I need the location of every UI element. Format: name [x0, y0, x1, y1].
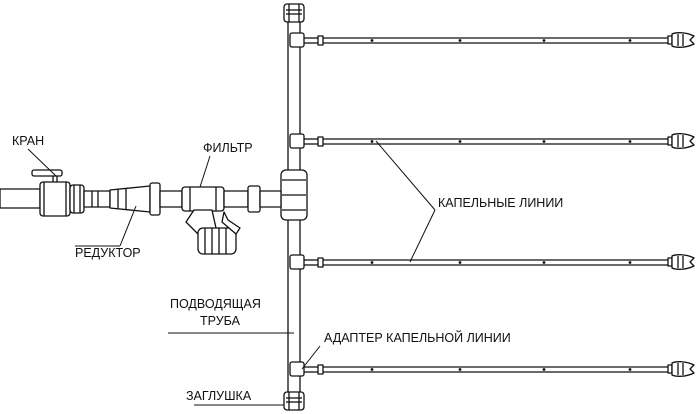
tee-fitting	[280, 169, 308, 221]
label-drip-lines: КАПЕЛЬНЫЕ ЛИНИИ	[438, 196, 563, 210]
label-valve: КРАН	[12, 134, 44, 148]
drip-line-2	[289, 133, 695, 149]
inlet-assembly	[0, 169, 282, 255]
drip-line-3	[289, 254, 695, 270]
label-plug: ЗАГЛУШКА	[186, 389, 252, 403]
label-supply-pipe-2: ТРУБА	[200, 314, 241, 328]
drip-line-4	[289, 361, 695, 377]
label-drip-line-adapter: АДАПТЕР КАПЕЛЬНОЙ ЛИНИИ	[324, 330, 511, 345]
bottom-plug	[283, 391, 305, 411]
label-filter: ФИЛЬТР	[203, 141, 253, 155]
top-plug	[283, 3, 305, 23]
leader-lines	[27, 140, 436, 406]
drip-line-1	[289, 32, 695, 48]
label-reducer: РЕДУКТОР	[75, 246, 141, 260]
drip-line-dots	[370, 39, 632, 371]
label-supply-pipe-1: ПОДВОДЯЩАЯ	[170, 297, 261, 311]
